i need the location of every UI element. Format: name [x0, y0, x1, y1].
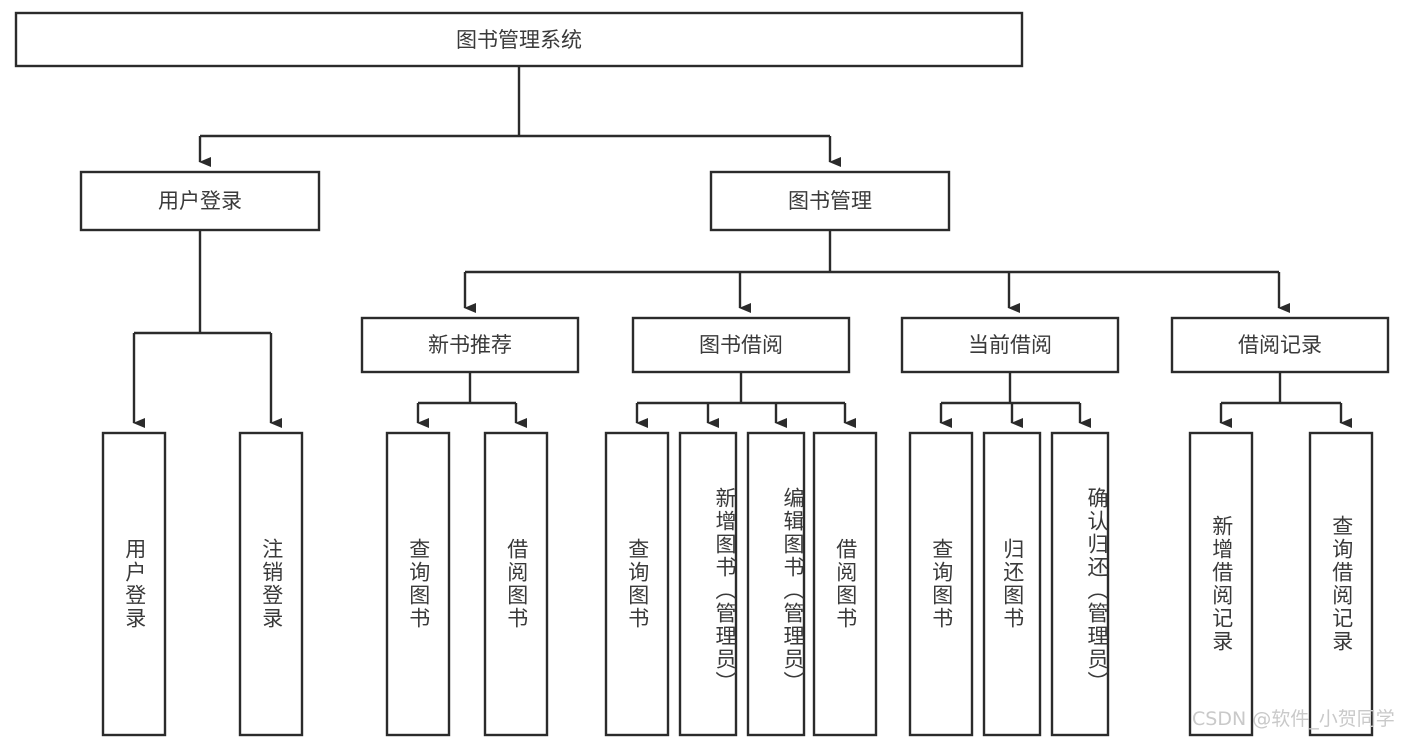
node-box-leaf-return-books[interactable]: [982, 431, 1042, 737]
node-box-leaf-logout[interactable]: [238, 431, 304, 737]
node-box-leaf-query-borrow-record[interactable]: [1308, 431, 1374, 737]
node-box-leaf-query-books-new[interactable]: [385, 431, 451, 737]
node-label-book-borrow: 图书借阅: [699, 333, 783, 357]
csdn-watermark: CSDN @软件_小贺同学: [1192, 708, 1395, 730]
node-box-leaf-confirm-return-admin[interactable]: [1050, 431, 1110, 737]
node-box-leaf-borrow-books[interactable]: [812, 431, 878, 737]
node-box-leaf-add-borrow-record[interactable]: [1188, 431, 1254, 737]
node-box-user-login[interactable]: [79, 170, 321, 232]
node-label-book-management: 图书管理: [788, 189, 872, 213]
connector-layer: [132, 66, 1352, 428]
node-label-borrow-records: 借阅记录: [1238, 333, 1322, 357]
node-box-book-management[interactable]: [709, 170, 951, 232]
node-label-user-login: 用户登录: [158, 189, 242, 213]
node-box-leaf-query-books-current[interactable]: [908, 431, 974, 737]
node-box-leaf-add-book-admin[interactable]: [678, 431, 738, 737]
node-box-leaf-query-books-borrow[interactable]: [604, 431, 670, 737]
node-box-book-management-system[interactable]: [14, 11, 1024, 68]
node-box-borrow-records[interactable]: [1170, 316, 1390, 374]
node-label-new-book-recommend: 新书推荐: [428, 333, 512, 357]
node-box-current-borrow[interactable]: [900, 316, 1120, 374]
node-box-leaf-borrow-books-new[interactable]: [483, 431, 549, 737]
node-box-leaf-edit-book-admin[interactable]: [746, 431, 806, 737]
node-label-current-borrow: 当前借阅: [968, 333, 1052, 357]
node-box-new-book-recommend[interactable]: [360, 316, 580, 374]
node-label-book-management-system: 图书管理系统: [456, 28, 582, 52]
node-layer: 图书管理系统 用户登录 图书管理 新书推荐 图书借阅 当前借阅 借阅记录: [14, 11, 1390, 737]
node-box-leaf-user-login[interactable]: [101, 431, 167, 737]
node-box-book-borrow[interactable]: [631, 316, 851, 374]
